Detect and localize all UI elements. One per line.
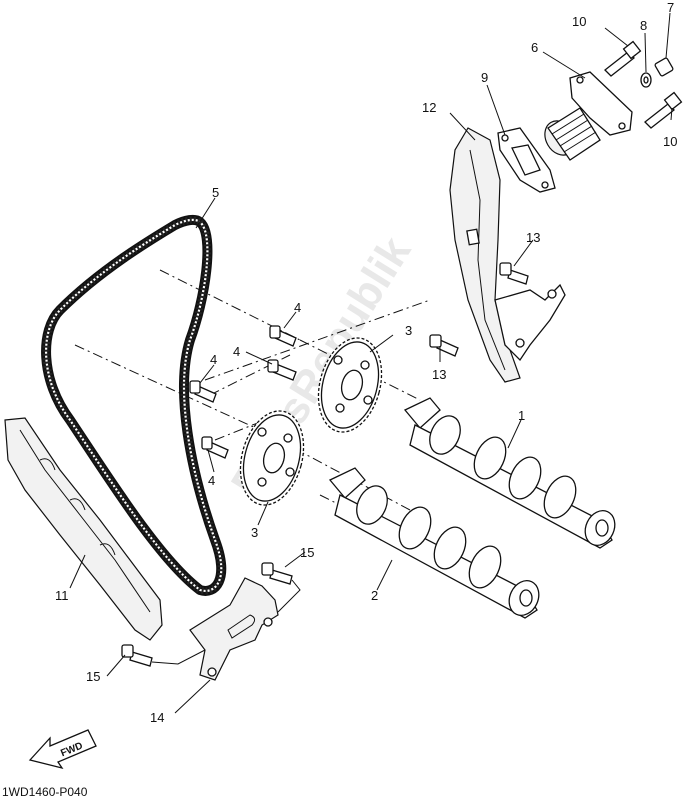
callout-10: 10 <box>663 134 677 149</box>
callout-13: 13 <box>432 367 446 382</box>
callout-3: 3 <box>405 323 412 338</box>
callout-8: 8 <box>640 18 647 33</box>
callout-4: 4 <box>208 473 215 488</box>
callout-1: 1 <box>518 408 525 423</box>
callout-2: 2 <box>371 588 378 603</box>
camshaft-exhaust <box>403 397 616 549</box>
sprocket-bolts <box>189 325 297 459</box>
guide-bolts <box>429 262 529 357</box>
cam-sprocket-lower <box>239 410 305 506</box>
callout-13: 13 <box>526 230 540 245</box>
callout-11: 11 <box>55 588 69 603</box>
callout-3: 3 <box>251 525 258 540</box>
callout-12: 12 <box>422 100 436 115</box>
lower-guide-bolts <box>121 562 301 667</box>
callout-4: 4 <box>233 344 240 359</box>
callout-6: 6 <box>531 40 538 55</box>
callout-4: 4 <box>294 300 301 315</box>
callout-9: 9 <box>481 70 488 85</box>
callout-7: 7 <box>667 0 674 15</box>
leader-lines <box>69 12 673 714</box>
timing-chain <box>41 214 227 596</box>
chain-guide-tensioner <box>449 127 566 383</box>
drawing-code: 1WD1460-P040 <box>2 785 88 799</box>
chain-guide-rear <box>4 417 163 641</box>
chain-guide-lower <box>189 577 279 681</box>
callout-14: 14 <box>150 710 164 725</box>
callout-15: 15 <box>300 545 314 560</box>
callout-10: 10 <box>572 14 586 29</box>
forward-direction-arrow: FWD <box>28 729 97 770</box>
chain-tensioner <box>544 71 633 161</box>
callout-4: 4 <box>210 352 217 367</box>
tensioner-gasket <box>497 127 556 193</box>
callout-15: 15 <box>86 669 100 684</box>
cam-sprocket-upper <box>317 337 383 433</box>
callouts: 1 2 3 3 4 4 4 4 5 6 7 8 9 10 10 11 12 13… <box>55 0 677 725</box>
callout-5: 5 <box>212 185 219 200</box>
camshaft-intake <box>328 467 540 619</box>
